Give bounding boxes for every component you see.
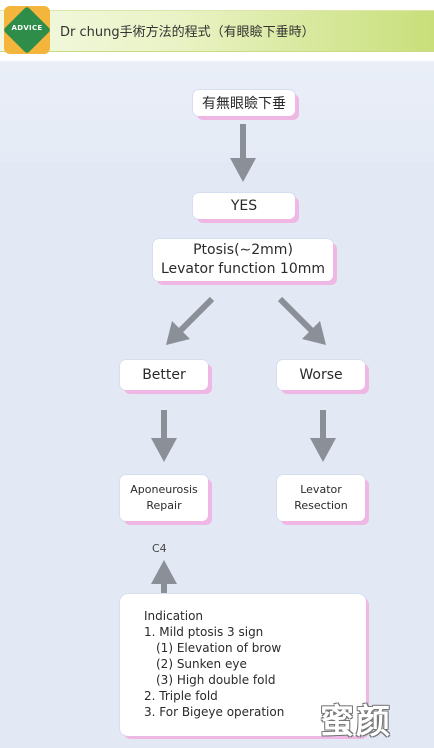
indication-subitem: (2) Sunken eye (156, 657, 247, 671)
indication-item: 2. Triple fold (144, 689, 218, 703)
yes-node-label: YES (230, 198, 258, 214)
better-node-label: Better (142, 367, 186, 383)
header-bar (0, 10, 434, 52)
start-node: 有無眼瞼下垂 (193, 90, 295, 116)
worse-node: Worse (277, 360, 365, 390)
better-node: Better (120, 360, 208, 390)
advice-badge: ADVICE (2, 5, 52, 55)
aponeurosis-repair-line1: Aponeurosis (130, 483, 198, 496)
indication-title: Indication (144, 609, 204, 623)
ptosis-node: Ptosis(∼2mm) Levator function 10mm (153, 239, 333, 281)
indication-item: 1. Mild ptosis 3 sign (144, 625, 264, 639)
c4-label: C4 (152, 542, 167, 555)
arrow-diagonal-to-better (166, 296, 215, 345)
worse-node-label: Worse (299, 367, 343, 383)
arrow-diagonal-to-worse (277, 296, 326, 345)
levator-resection-node: Levator Resection (277, 475, 365, 521)
arrow-down-start-to-yes (230, 124, 256, 182)
indication-box: Indication 1. Mild ptosis 3 sign (1) Ele… (120, 594, 366, 736)
aponeurosis-repair-node: Aponeurosis Repair (120, 475, 208, 521)
indication-subitem: (3) High double fold (156, 673, 276, 687)
page-title: Dr chung手術方法的程式（有眼瞼下垂時） (60, 25, 315, 40)
arrow-down-to-levator (310, 410, 336, 462)
aponeurosis-repair-line2: Repair (146, 499, 182, 512)
ptosis-node-line1: Ptosis(∼2mm) (193, 242, 293, 258)
indication-subitem: (1) Elevation of brow (156, 641, 282, 655)
start-node-label: 有無眼瞼下垂 (202, 96, 286, 112)
advice-badge-label: ADVICE (11, 24, 43, 32)
levator-resection-line1: Levator (300, 483, 342, 496)
arrow-down-to-aponeurosis (151, 410, 177, 462)
yes-node: YES (193, 193, 295, 219)
indication-item: 3. For Bigeye operation (144, 705, 285, 719)
ptosis-node-line2: Levator function 10mm (160, 261, 326, 277)
watermark: 蜜颜 (320, 702, 392, 742)
levator-resection-line2: Resection (294, 499, 348, 512)
